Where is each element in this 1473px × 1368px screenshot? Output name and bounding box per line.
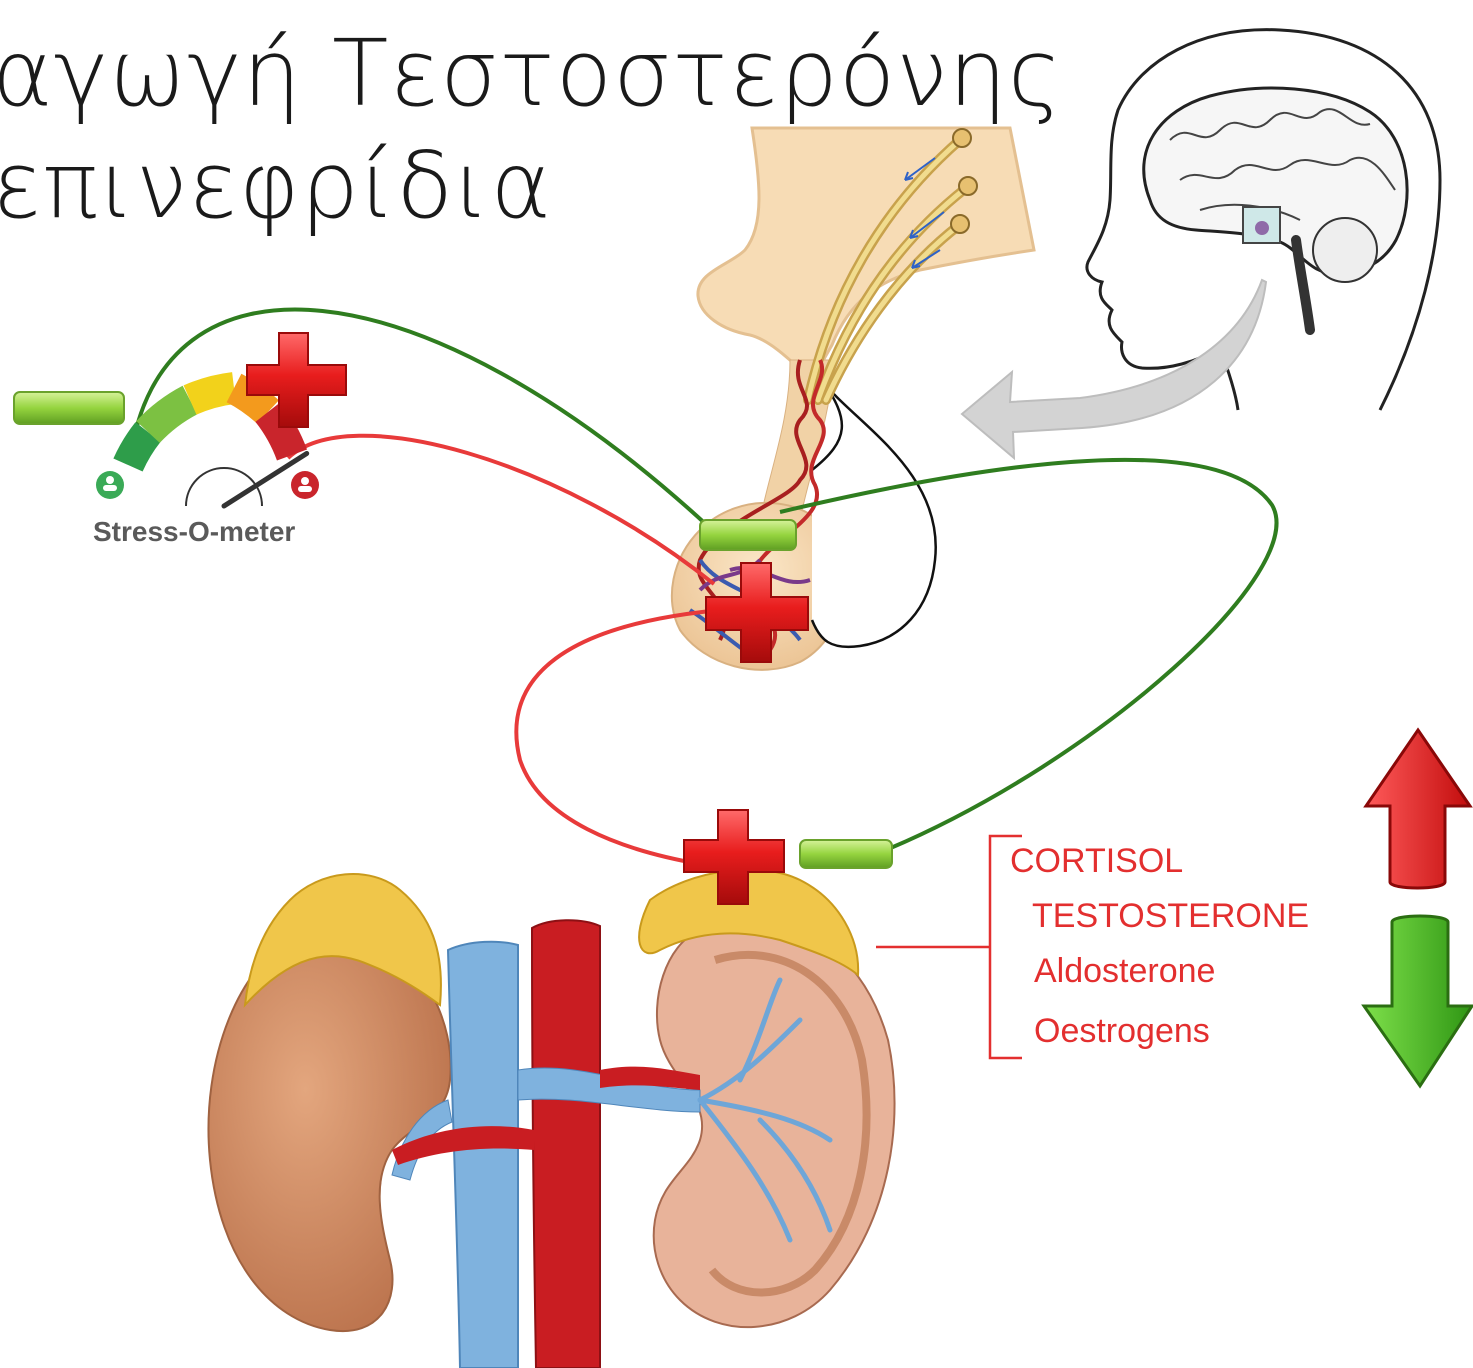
- head-brain-illustration: [1087, 30, 1440, 410]
- pituitary-spot: [1255, 221, 1269, 235]
- hormone-label-testosterone: TESTOSTERONE: [1032, 897, 1309, 936]
- posterior-pituitary-outline: [812, 380, 936, 647]
- page-title-line2: επινεφρίδια: [0, 140, 552, 232]
- cerebellum: [1313, 218, 1377, 282]
- gauge-inhibit-line: [130, 310, 710, 528]
- minus-badge-gauge: [14, 392, 124, 424]
- page-title-line1: αγωγή Τεστοστερόνης: [0, 28, 1063, 120]
- decrease-arrow-icon: [1364, 916, 1472, 1086]
- hormone-bracket: [876, 836, 1022, 1058]
- gauge-segment-3: [190, 388, 234, 400]
- hormone-label-aldosterone: Aldosterone: [1034, 952, 1215, 991]
- aorta: [532, 920, 600, 1368]
- hormone-label-oestrogens: Oestrogens: [1034, 1012, 1210, 1051]
- minus-badge-adrenal: [800, 840, 892, 868]
- gauge-segment-1: [128, 432, 148, 465]
- right-kidney: [654, 920, 895, 1327]
- hormone-label-cortisol: CORTISOL: [1010, 842, 1183, 881]
- inferior-vena-cava: [448, 942, 518, 1368]
- stress-o-meter-label: Stress-O-meter: [93, 516, 295, 548]
- zoom-arrow-icon: [962, 280, 1266, 458]
- plus-badges: [247, 333, 808, 904]
- minus-badge-pituitary: [700, 520, 796, 550]
- kidneys-adrenals-illustration: [208, 870, 894, 1368]
- increase-arrow-icon: [1366, 730, 1470, 888]
- gauge-segment-2: [148, 400, 190, 432]
- gauge-stimulate-line: [288, 436, 714, 584]
